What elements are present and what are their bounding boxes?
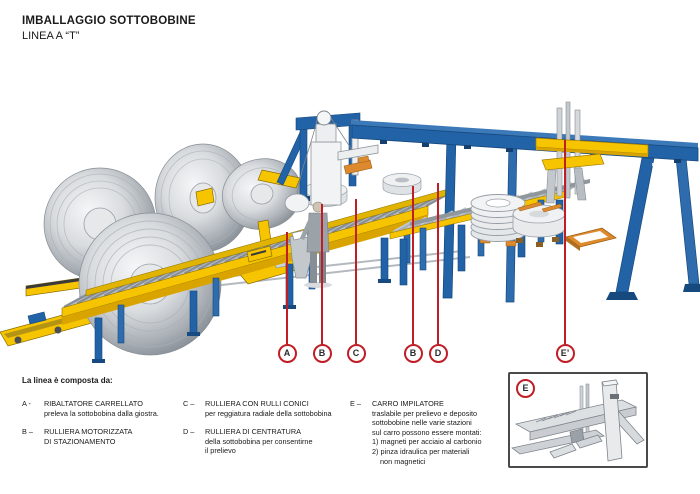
legend-item-line: preleva la sottobobina dalla giostra. <box>44 408 159 418</box>
legend-item-line: della sottobobina per consentirne <box>205 436 313 446</box>
detail-inset-drawing <box>511 379 645 462</box>
conveyor-control-box <box>246 245 273 263</box>
page-title: IMBALLAGGIO SOTTOBOBINE <box>22 15 196 27</box>
callout-line-2 <box>355 199 357 344</box>
coil-wrapped <box>512 201 566 247</box>
callout-line-1 <box>321 204 323 344</box>
empty-pallet-frame <box>565 227 617 251</box>
callout-badge-0: A <box>277 344 297 363</box>
strapping-machine <box>276 110 379 213</box>
detail-inset: E <box>508 372 648 468</box>
legend-intro: La linea è composta da: <box>22 376 113 385</box>
legend-item-key: E – <box>350 399 361 408</box>
legend-item-key: B – <box>22 427 33 437</box>
legend-item-line: CARRO IMPILATORE <box>372 399 444 408</box>
callout-line-3 <box>412 186 414 344</box>
legend-item-key: C – <box>183 399 195 408</box>
legend-item-line: 1) magneti per acciaio al carbonio <box>372 437 482 447</box>
legend-item-key: A - <box>22 399 31 408</box>
coil-on-conveyor2 <box>382 173 422 195</box>
page-subtitle: LINEA A “T” <box>22 30 80 43</box>
callout-line-0 <box>286 232 288 344</box>
callout-badge-2: C <box>346 344 366 363</box>
callout-badge-1: B <box>312 344 332 363</box>
legend-item-line: 2) pinza idraulica per materiali <box>372 446 470 456</box>
callout-line-4 <box>437 183 439 344</box>
legend-item-line: RIBALTATORE CARRELLATO <box>44 399 143 408</box>
legend-item-line: RULLIERA CON RULLI CONICI <box>205 399 309 408</box>
legend-item-line: sottobobine nelle varie stazioni <box>372 418 472 428</box>
callout-badge-3: B <box>403 344 423 363</box>
legend-item-key: D – <box>183 427 195 437</box>
callout-badge-inset-e: E <box>516 379 535 398</box>
legend-item-line: RULLIERA DI CENTRATURA <box>205 427 301 437</box>
callout-badge-5: E’ <box>555 344 575 363</box>
legend-item-line: traslabile per prelievo e deposito <box>372 408 478 418</box>
roller-conveyor-1 <box>61 187 453 363</box>
callout-line-5 <box>564 140 566 344</box>
title-block: IMBALLAGGIO SOTTOBOBINE LINEA A “T” <box>22 14 196 44</box>
legend-item-line: per reggiatura radiale della sottobobina <box>205 408 332 418</box>
legend-item-line: sul carro possono essere montati: <box>372 427 482 437</box>
stacker-trolley <box>535 101 649 204</box>
legend-item-line: RULLIERA MOTORIZZATA <box>44 427 133 437</box>
legend-item-line: DI STAZIONAMENTO <box>44 436 116 446</box>
legend-item-line: il prelievo <box>205 446 236 456</box>
coil-ring-stack <box>470 194 526 247</box>
callout-badge-4: D <box>428 344 448 363</box>
legend-item-line: non magnetici <box>380 456 426 466</box>
gantry-a-frame <box>606 157 700 300</box>
